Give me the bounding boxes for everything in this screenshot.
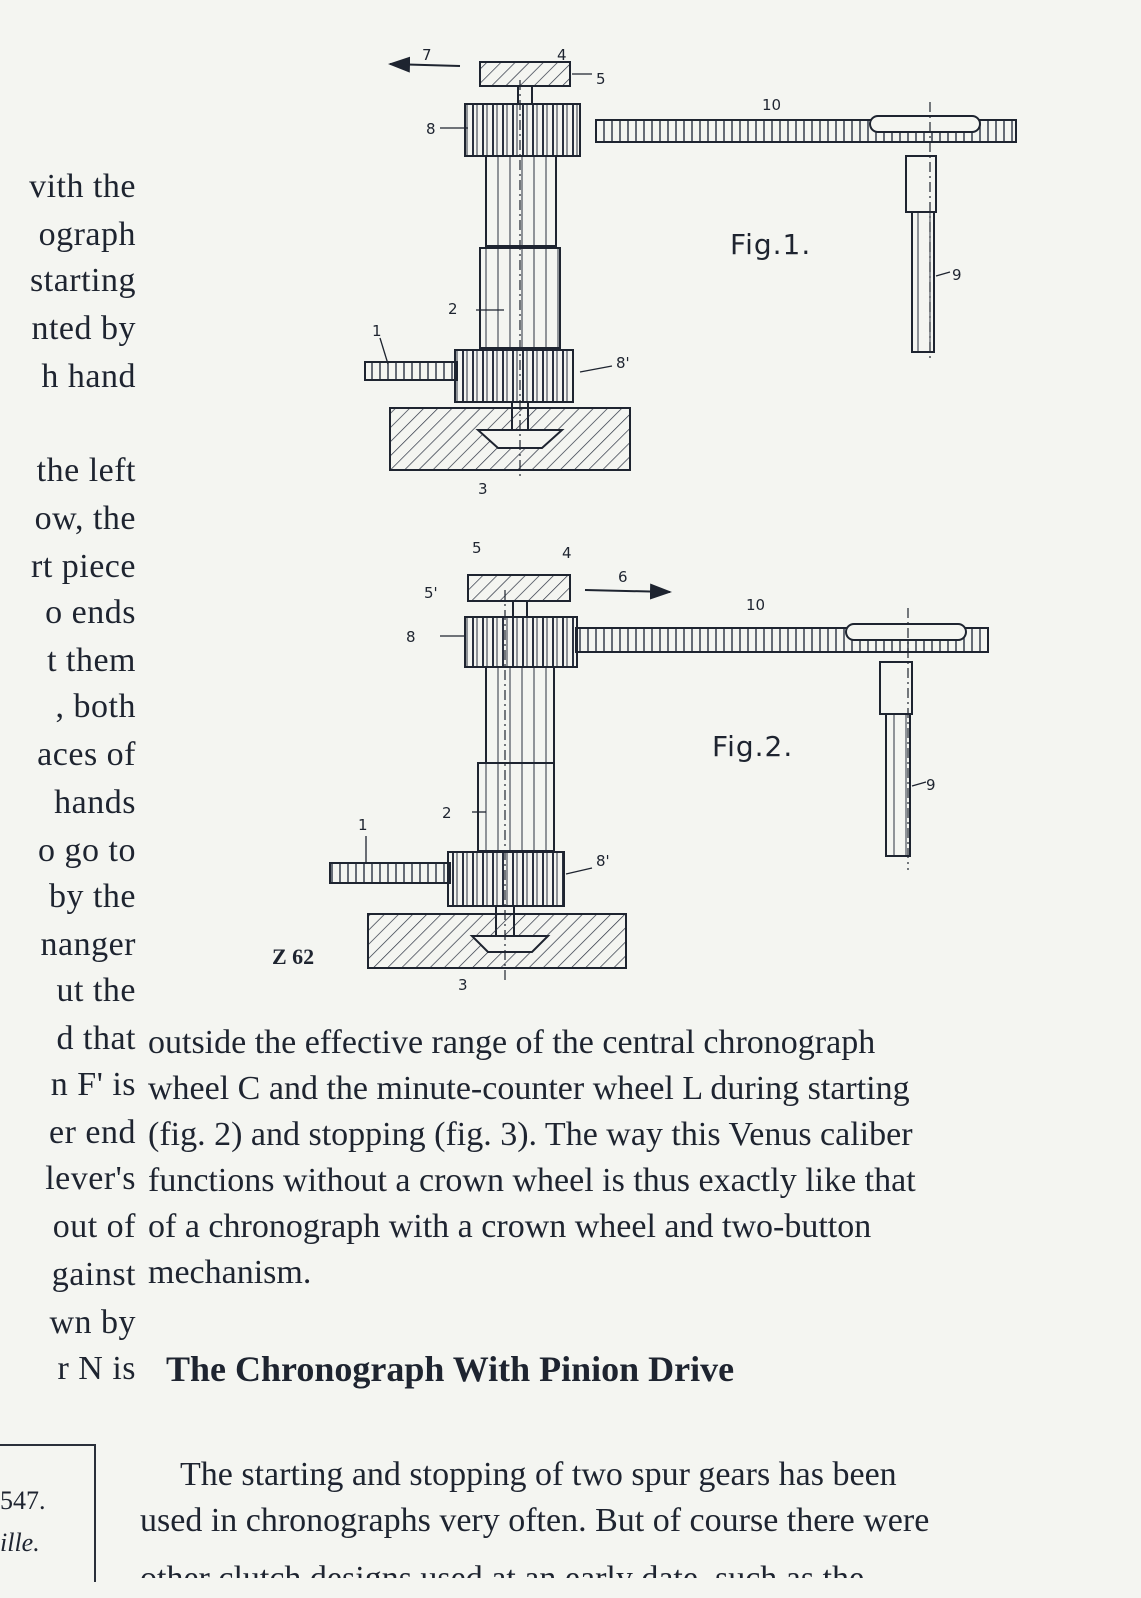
left-fragment: ograph <box>38 216 136 253</box>
text-line: (fig. 2) and stopping (fig. 3). The way … <box>148 1116 913 1153</box>
callout-5: 5 <box>596 70 606 88</box>
fig1-drawing <box>364 56 1017 480</box>
left-fragment: vith the <box>29 168 136 205</box>
footnote-box-rule <box>0 1444 96 1582</box>
left-fragment: n F' is <box>50 1066 136 1103</box>
left-fragment: nanger <box>40 926 136 963</box>
left-fragment: ow, the <box>34 500 136 537</box>
callout-10: 10 <box>746 596 765 614</box>
callout-8-prime: 8' <box>596 852 610 870</box>
left-fragment: h hand <box>41 358 136 395</box>
callout-10: 10 <box>762 96 781 114</box>
callout-1: 1 <box>358 816 368 834</box>
text-line: wheel C and the minute-counter wheel L d… <box>148 1070 910 1107</box>
left-fragment: r N is <box>57 1350 136 1387</box>
callout-8-prime: 8' <box>616 354 630 372</box>
left-fragment: gainst <box>51 1256 136 1293</box>
plate-label: Z 62 <box>272 944 315 969</box>
fig2-label: Fig.2. <box>712 730 794 763</box>
left-fragment: nted by <box>31 310 136 347</box>
left-fragment: starting <box>30 262 136 299</box>
left-fragment: the left <box>36 452 136 489</box>
text-line: outside the effective range of the centr… <box>148 1024 876 1061</box>
left-fragment: by the <box>48 878 136 915</box>
text-line: used in chronographs very often. But of … <box>140 1502 930 1539</box>
text-line: The starting and stopping of two spur ge… <box>180 1456 897 1493</box>
callout-8: 8 <box>406 628 416 646</box>
left-fragment: t them <box>47 642 136 679</box>
callout-2: 2 <box>442 804 452 822</box>
callout-3: 3 <box>478 480 488 498</box>
callout-4: 4 <box>557 46 567 64</box>
section-heading: The Chronograph With Pinion Drive <box>166 1349 735 1389</box>
left-fragment: d that <box>56 1020 136 1057</box>
paragraph-2: The starting and stopping of two spur ge… <box>140 1452 1100 1544</box>
figure-drawings: 7 4 5 8 10 2 1 8' 3 9 5 4 5' 6 8 10 2 1 … <box>250 30 1050 1010</box>
callout-7: 7 <box>422 46 432 64</box>
callout-1: 1 <box>372 322 382 340</box>
callout-3: 3 <box>458 976 468 994</box>
fig1-label: Fig.1. <box>730 228 812 261</box>
paragraph-1: outside the effective range of the centr… <box>148 1020 1108 1296</box>
footnote-fragment: ille. <box>0 1528 40 1557</box>
text-line: mechanism. <box>148 1254 312 1291</box>
callout-5: 5 <box>472 539 482 557</box>
callout-9: 9 <box>926 776 936 794</box>
left-fragment: rt piece <box>31 548 136 585</box>
left-fragment: ut the <box>56 972 136 1009</box>
text-line: of a chronograph with a crown wheel and … <box>148 1208 872 1245</box>
callout-2: 2 <box>448 300 458 318</box>
left-fragment: o go to <box>38 832 136 869</box>
footnote-fragment: 547. <box>0 1486 46 1515</box>
fig2-drawing <box>329 574 989 980</box>
left-fragment: hands <box>54 784 136 821</box>
text-line-cut-off: other clutch designs used at an early da… <box>140 1560 865 1597</box>
left-fragment: out of <box>52 1208 136 1245</box>
callout-4: 4 <box>562 544 572 562</box>
chronograph-figure-svg: 7 4 5 8 10 2 1 8' 3 9 5 4 5' 6 8 10 2 1 … <box>329 46 1017 994</box>
text-line: functions without a crown wheel is thus … <box>148 1162 916 1199</box>
left-fragment: aces of <box>37 736 136 773</box>
callout-8: 8 <box>426 120 436 138</box>
left-fragment: , both <box>55 688 136 725</box>
left-fragment: o ends <box>45 594 136 631</box>
callout-5-prime: 5' <box>424 584 438 602</box>
callout-6: 6 <box>618 568 628 586</box>
left-fragment: lever's <box>45 1160 136 1197</box>
callout-9: 9 <box>952 266 962 284</box>
left-fragment: er end <box>48 1114 136 1151</box>
left-fragment: wn by <box>49 1304 136 1341</box>
left-column-fragments: vith the ograph starting nted by h hand … <box>0 0 140 1580</box>
